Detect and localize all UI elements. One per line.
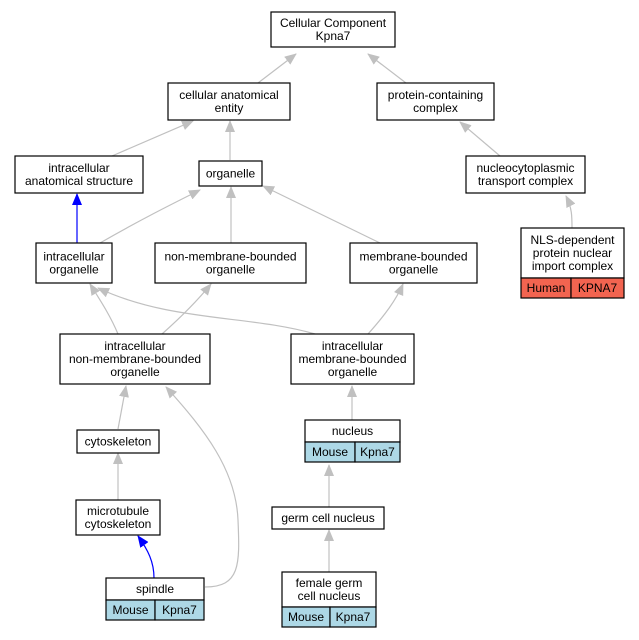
edge-io-to-organelle (99, 189, 201, 244)
node-box (14, 155, 144, 194)
node-label-line: entity (215, 101, 244, 115)
gene-label: KPNA7 (578, 281, 618, 295)
edge-pcc-to-root (367, 53, 407, 84)
node-label-line: cell nucleus (298, 589, 361, 603)
node-label-line: intracellular (322, 339, 383, 353)
node-box (198, 160, 263, 187)
node-label-line: organelle (49, 263, 99, 277)
node-label-line: spindle (136, 582, 174, 596)
node-intracellular-non-membrane-bounded-organelle[interactable]: intracellularnon-membrane-boundedorganel… (59, 333, 211, 385)
gene-cell (570, 277, 625, 299)
node-box (270, 11, 396, 48)
edges-layer (72, 53, 576, 588)
node-label-line: intracellular (104, 339, 165, 353)
gene-cell (329, 606, 377, 628)
node-box (281, 571, 377, 608)
node-box (59, 333, 211, 385)
node-box (376, 82, 495, 121)
node-label-line: cytoskeleton (85, 517, 152, 531)
node-label-line: cytoskeleton (85, 435, 152, 449)
node-box (290, 333, 415, 385)
node-label-line: nucleus (332, 424, 373, 438)
gene-cell (154, 599, 205, 621)
node-organelle[interactable]: organelle (198, 160, 263, 187)
node-label-line: cellular anatomical (179, 88, 278, 102)
gene-label: Kpna7 (162, 603, 197, 617)
species-label: Mouse (288, 610, 324, 624)
node-label-line: female germ (296, 576, 363, 590)
gene-label: Kpna7 (360, 445, 395, 459)
node-label-line: import complex (532, 259, 613, 273)
gene-label: Kpna7 (336, 610, 371, 624)
edge-spindle-to-mc (137, 535, 155, 579)
species-label: Mouse (312, 445, 348, 459)
node-box (167, 82, 291, 121)
node-box (154, 242, 307, 284)
node-box (35, 242, 113, 284)
node-label-line: organelle (206, 167, 256, 181)
node-label-line: organelle (110, 365, 160, 379)
species-label: Human (527, 281, 566, 295)
node-label-line: non-membrane-bounded (164, 250, 296, 264)
node-label-line: membrane-bounded (298, 352, 406, 366)
node-box (349, 242, 478, 284)
node-label-line: germ cell nucleus (281, 511, 374, 525)
node-label-line: microtubule (87, 504, 149, 518)
edge-ntc-to-pcc (459, 121, 501, 157)
edge-cae-to-root (257, 53, 297, 84)
node-label-line: protein-containing (388, 88, 483, 102)
node-box (465, 155, 586, 194)
node-box (76, 429, 160, 454)
node-label-line: intracellular (43, 250, 104, 264)
node-label-line: protein nuclear (533, 246, 612, 260)
node-label-line: non-membrane-bounded (69, 352, 201, 366)
edge-cytoskeleton-to-inmbo (117, 385, 129, 430)
gene-cell (354, 441, 401, 463)
node-cytoskeleton[interactable]: cytoskeleton (76, 429, 160, 454)
node-label-line: complex (413, 101, 458, 115)
species-label: Mouse (112, 603, 148, 617)
node-box (271, 506, 385, 530)
node-label-line: NLS-dependent (530, 233, 615, 247)
edge-spindle-to-inmbo (165, 386, 240, 588)
node-label-line: intracellular (48, 161, 109, 175)
edge-ias-to-cae (111, 120, 194, 157)
edge-imbo-to-io (97, 287, 316, 335)
edge-inmbo-to-io (89, 283, 119, 335)
edge-imbo-to-mbo (367, 283, 404, 335)
edge-nls-to-ntc (565, 195, 576, 229)
node-label-line: nucleocytoplasmic (476, 161, 574, 175)
node-label-line: organelle (328, 365, 378, 379)
node-label-line: transport complex (478, 174, 573, 188)
edge-mbo-to-organelle (262, 185, 381, 244)
node-label-line: anatomical structure (25, 174, 133, 188)
node-label-line: organelle (206, 263, 256, 277)
node-label-line: membrane-bounded (359, 250, 467, 264)
node-label-line: Cellular Component (280, 16, 387, 30)
node-label-line: Kpna7 (316, 29, 351, 43)
node-box (75, 499, 161, 536)
node-label-line: organelle (389, 263, 439, 277)
edge-inmbo-to-nmbo (161, 283, 212, 335)
node-germ-cell-nucleus[interactable]: germ cell nucleus (271, 506, 385, 530)
